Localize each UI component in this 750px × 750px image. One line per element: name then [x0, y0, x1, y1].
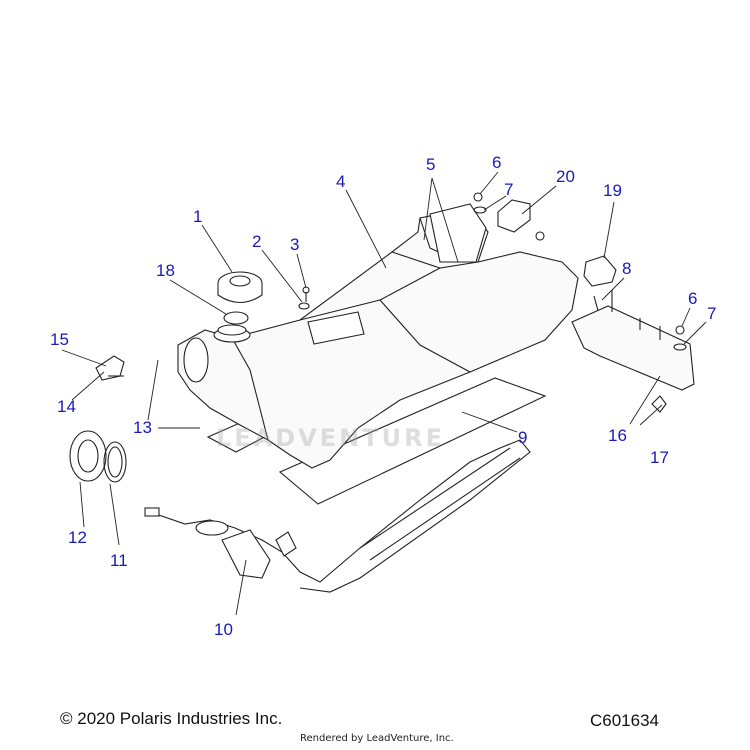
callout-11[interactable]: 11: [110, 551, 128, 570]
callout-6-top[interactable]: 6: [492, 153, 502, 172]
callout-7-right[interactable]: 7: [707, 304, 717, 323]
copyright-text: © 2020 Polaris Industries Inc.: [60, 709, 283, 728]
tank-bracket: [571, 305, 695, 391]
callout-19[interactable]: 19: [603, 181, 622, 200]
callout-1[interactable]: 1: [193, 207, 203, 226]
callout-4[interactable]: 4: [336, 172, 346, 191]
bumper-pad: [497, 199, 531, 233]
diagram-id: C601634: [590, 711, 660, 730]
callout-3[interactable]: 3: [290, 235, 300, 254]
lock-ring: [69, 430, 107, 482]
callout-17[interactable]: 17: [650, 448, 669, 467]
callout-15[interactable]: 15: [50, 330, 69, 349]
callout-16[interactable]: 16: [608, 426, 627, 445]
watermark: LEADVENTURE: [216, 424, 445, 452]
callout-18[interactable]: 18: [156, 261, 175, 280]
callout-2[interactable]: 2: [252, 232, 262, 251]
callout-8[interactable]: 8: [622, 259, 632, 278]
callout-13[interactable]: 13: [133, 418, 152, 437]
pump-seal: [103, 441, 127, 483]
callout-20[interactable]: 20: [556, 167, 575, 186]
gasket-sheet: [278, 377, 547, 505]
bumper-pad-right: [583, 255, 617, 287]
callout-6-right[interactable]: 6: [688, 289, 698, 308]
callout-10[interactable]: 10: [214, 620, 233, 639]
callout-7-top[interactable]: 7: [504, 180, 514, 199]
callout-12[interactable]: 12: [68, 528, 87, 547]
fuel-tank: [177, 207, 579, 469]
callout-5[interactable]: 5: [426, 155, 436, 174]
callout-14[interactable]: 14: [57, 397, 76, 416]
cap-seal: [223, 311, 249, 325]
rendered-by-text: Rendered by LeadVenture, Inc.: [300, 733, 454, 744]
fuel-pump: [149, 439, 531, 593]
callout-9[interactable]: 9: [518, 428, 528, 447]
